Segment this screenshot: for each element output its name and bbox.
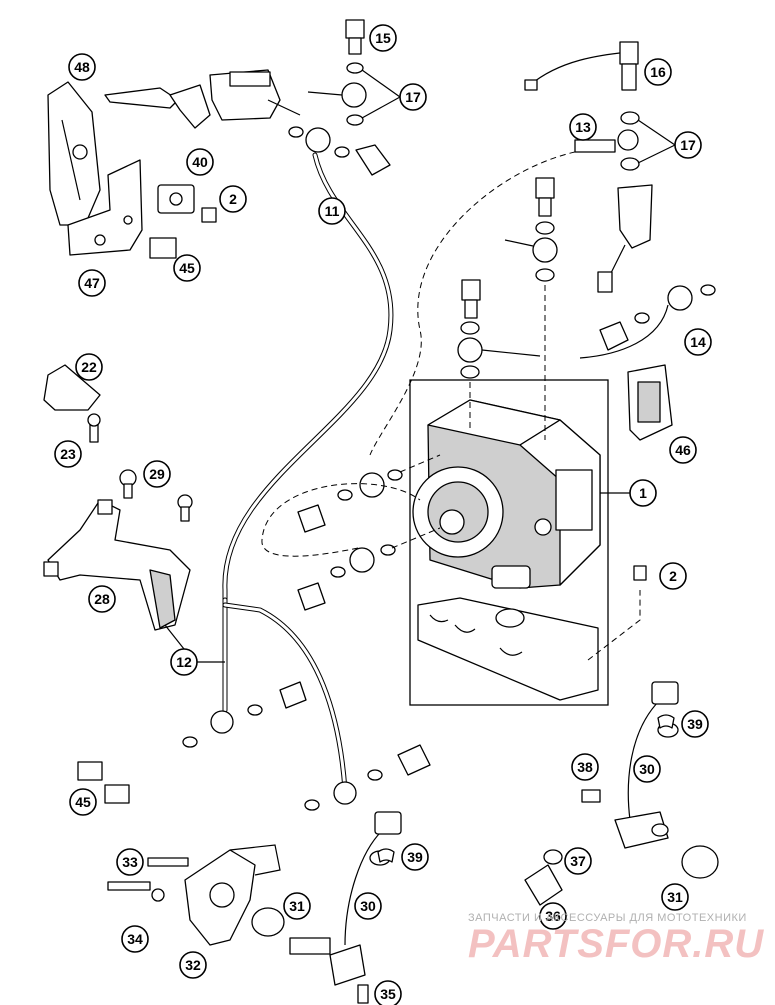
clip-45-bottom-b bbox=[104, 784, 130, 804]
callout-1: 1 bbox=[629, 479, 657, 507]
banjo-fitting-11 bbox=[305, 127, 331, 153]
svg-text:12: 12 bbox=[176, 654, 192, 670]
callout-46: 46 bbox=[669, 436, 697, 464]
rear-brake-hose bbox=[369, 147, 606, 456]
callout-36: 36 bbox=[539, 902, 567, 930]
callout-31-rear: 31 bbox=[661, 883, 689, 911]
svg-text:45: 45 bbox=[75, 794, 91, 810]
spacer-31-rear bbox=[681, 845, 719, 879]
svg-text:39: 39 bbox=[407, 849, 423, 865]
callout-28: 28 bbox=[88, 585, 116, 613]
callout-15: 15 bbox=[369, 24, 397, 52]
svg-text:48: 48 bbox=[74, 59, 90, 75]
callout-45-top: 45 bbox=[173, 254, 201, 282]
callout-30-rear: 30 bbox=[633, 755, 661, 783]
clip-45-top bbox=[149, 237, 177, 259]
callout-11: 11 bbox=[318, 197, 346, 225]
callout-14: 14 bbox=[684, 328, 712, 356]
svg-text:17: 17 bbox=[680, 137, 696, 153]
callout-17-top: 17 bbox=[399, 83, 427, 111]
callout-35: 35 bbox=[374, 980, 402, 1005]
svg-text:1: 1 bbox=[639, 485, 647, 501]
svg-text:2: 2 bbox=[669, 568, 677, 584]
wheel-speed-sensor-30-rear bbox=[627, 699, 661, 821]
bracket-22 bbox=[43, 364, 101, 411]
svg-text:22: 22 bbox=[81, 359, 97, 375]
bleed-bolt-15 bbox=[345, 19, 365, 39]
front-brake-hose bbox=[222, 152, 394, 653]
watermark-tagline: ЗАПЧАСТИ И АКСЕССУАРЫ ДЛЯ МОТОТЕХНИКИ bbox=[468, 912, 747, 924]
callout-2-abs: 2 bbox=[659, 562, 687, 590]
watermark: ЗАПЧАСТИ И АКСЕССУАРЫ ДЛЯ МОТОТЕХНИКИ PA… bbox=[468, 912, 768, 967]
callout-30-front: 30 bbox=[354, 892, 382, 920]
svg-text:14: 14 bbox=[690, 334, 706, 350]
callout-47: 47 bbox=[78, 269, 106, 297]
svg-text:40: 40 bbox=[192, 154, 208, 170]
callout-12: 12 bbox=[170, 648, 198, 676]
abs-unit-frame bbox=[409, 379, 609, 706]
pressure-sensor-16 bbox=[619, 41, 639, 65]
svg-text:13: 13 bbox=[575, 119, 591, 135]
callout-45-bottom: 45 bbox=[69, 788, 97, 816]
svg-text:29: 29 bbox=[149, 466, 165, 482]
callout-38: 38 bbox=[571, 753, 599, 781]
wheel-speed-sensor-30-front bbox=[344, 827, 386, 946]
svg-text:45: 45 bbox=[179, 260, 195, 276]
svg-text:11: 11 bbox=[325, 203, 340, 219]
callout-40: 40 bbox=[186, 148, 214, 176]
callout-16: 16 bbox=[644, 58, 672, 86]
svg-text:17: 17 bbox=[405, 89, 421, 105]
brake-lever bbox=[104, 87, 179, 109]
callout-33: 33 bbox=[116, 848, 144, 876]
svg-text:47: 47 bbox=[84, 275, 100, 291]
callout-34: 34 bbox=[121, 925, 149, 953]
abs-bracket bbox=[417, 597, 599, 701]
callout-2-clamp: 2 bbox=[219, 185, 247, 213]
clip-45-bottom-a bbox=[77, 761, 103, 781]
svg-text:35: 35 bbox=[380, 986, 396, 1002]
rear-master-cylinder bbox=[617, 184, 653, 249]
svg-text:31: 31 bbox=[289, 898, 305, 914]
callout-48: 48 bbox=[68, 53, 96, 81]
callout-13: 13 bbox=[569, 113, 597, 141]
spacer-31-front bbox=[251, 907, 285, 937]
callout-17-right: 17 bbox=[674, 131, 702, 159]
watermark-logo: PARTSFOR.RU bbox=[468, 922, 765, 966]
callout-39-rear: 39 bbox=[681, 710, 709, 738]
svg-text:32: 32 bbox=[185, 957, 201, 973]
svg-text:16: 16 bbox=[650, 64, 666, 80]
svg-text:34: 34 bbox=[127, 931, 143, 947]
svg-text:46: 46 bbox=[675, 442, 691, 458]
callout-22: 22 bbox=[75, 353, 103, 381]
svg-text:39: 39 bbox=[687, 716, 703, 732]
callout-32: 32 bbox=[179, 951, 207, 979]
svg-text:30: 30 bbox=[360, 898, 376, 914]
svg-text:37: 37 bbox=[570, 853, 586, 869]
callout-23: 23 bbox=[54, 440, 82, 468]
svg-text:38: 38 bbox=[577, 759, 593, 775]
svg-text:23: 23 bbox=[60, 446, 76, 462]
svg-text:31: 31 bbox=[667, 889, 683, 905]
callout-37: 37 bbox=[564, 847, 592, 875]
svg-text:33: 33 bbox=[122, 854, 138, 870]
callout-29: 29 bbox=[143, 460, 171, 488]
svg-text:15: 15 bbox=[375, 30, 391, 46]
callout-31-front: 31 bbox=[283, 892, 311, 920]
banjo-fitting-14 bbox=[667, 285, 693, 311]
svg-text:36: 36 bbox=[545, 908, 561, 924]
bolt-2-abs bbox=[633, 565, 647, 581]
callout-39-front: 39 bbox=[401, 843, 429, 871]
svg-text:30: 30 bbox=[639, 761, 655, 777]
svg-text:28: 28 bbox=[94, 591, 110, 607]
svg-text:2: 2 bbox=[229, 191, 237, 207]
bracket-47 bbox=[67, 159, 143, 256]
